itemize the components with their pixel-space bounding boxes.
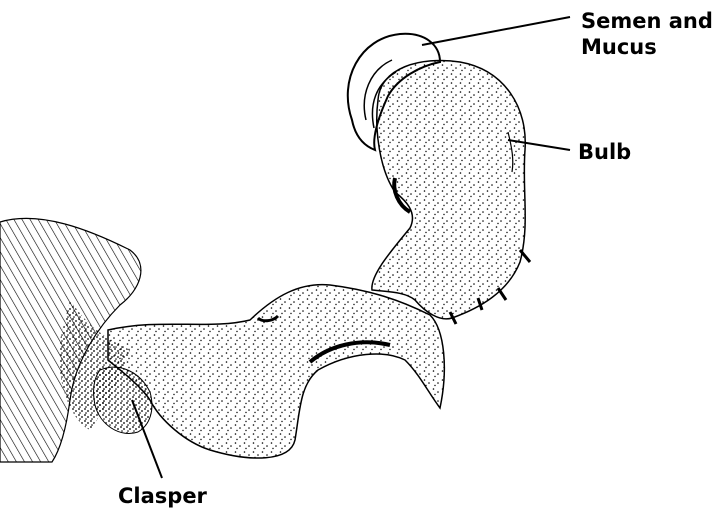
bulb-and-shaft — [372, 61, 530, 324]
label-bulb: Bulb — [578, 139, 631, 165]
leader-semen-mucus — [422, 17, 570, 45]
label-semen-line2: Mucus — [581, 34, 713, 60]
clasper-body — [108, 285, 444, 458]
label-semen-line1: Semen and — [581, 8, 713, 34]
label-semen-and-mucus: Semen and Mucus — [581, 8, 713, 60]
label-clasper: Clasper — [118, 483, 207, 509]
